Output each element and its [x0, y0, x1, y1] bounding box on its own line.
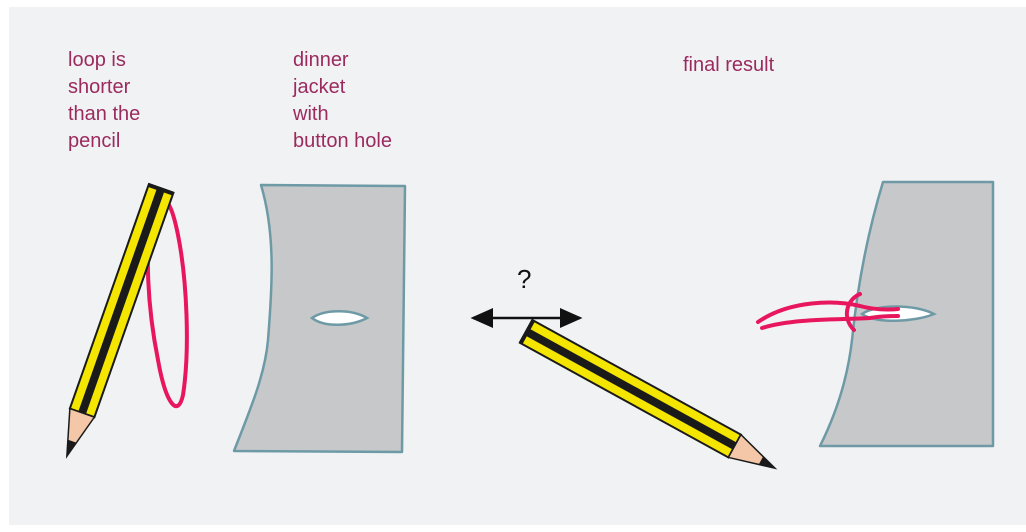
final-result-group: [519, 182, 993, 480]
final-pencil: [519, 319, 781, 479]
left-pencil: [55, 183, 174, 460]
buttonhole: [312, 311, 367, 325]
loop-note-label: loop is shorter than the pencil: [68, 47, 140, 155]
left-pencil-group: [55, 183, 187, 460]
final-result-label: final result: [683, 52, 774, 79]
jacket-fabric-group: [234, 185, 405, 452]
jacket-note-label: dinner jacket with button hole: [293, 47, 392, 155]
question-mark: ?: [517, 264, 531, 295]
